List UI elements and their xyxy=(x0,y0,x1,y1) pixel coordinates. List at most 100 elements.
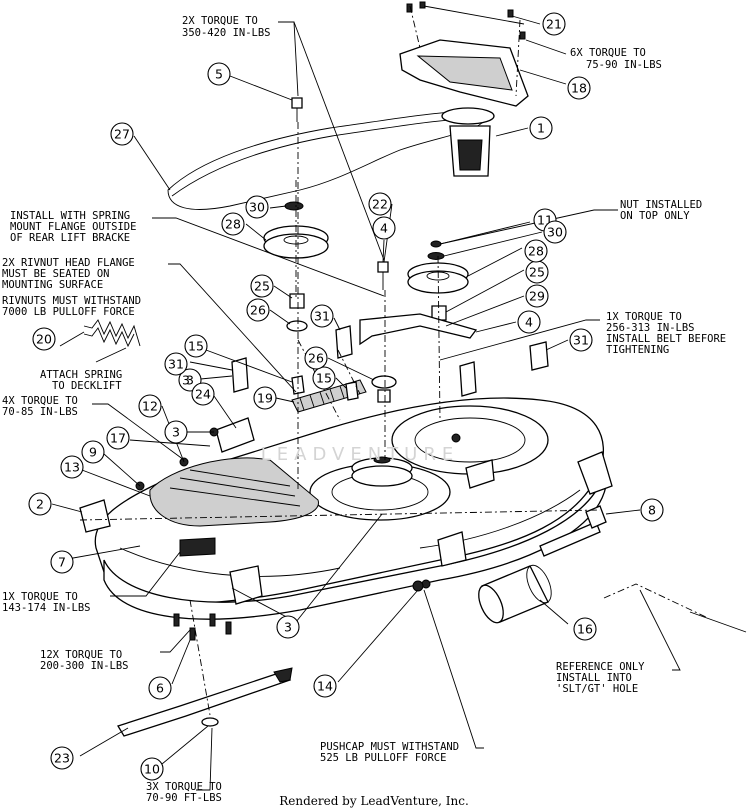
svg-text:INSTALL INTO: INSTALL INTO xyxy=(556,672,632,684)
svg-text:29: 29 xyxy=(529,289,545,304)
svg-text:13: 13 xyxy=(64,460,80,475)
svg-text:21: 21 xyxy=(546,17,562,32)
top-hardware xyxy=(406,1,526,40)
callout-7: 7 xyxy=(50,550,74,574)
callout-16: 16 xyxy=(573,617,597,641)
svg-text:23: 23 xyxy=(54,751,70,766)
svg-text:18: 18 xyxy=(571,81,587,96)
svg-text:MOUNTING SURFACE: MOUNTING SURFACE xyxy=(2,279,103,291)
svg-text:350-420 IN-LBS: 350-420 IN-LBS xyxy=(182,27,271,39)
part-15-b xyxy=(345,381,359,401)
svg-text:6X TORQUE TO: 6X TORQUE TO xyxy=(570,47,646,59)
callout-31-b: 31 xyxy=(164,352,188,376)
callout-4-b: 4 xyxy=(517,310,541,334)
svg-text:8: 8 xyxy=(648,503,656,518)
callout-21: 21 xyxy=(542,12,566,36)
callout-10: 10 xyxy=(140,757,164,781)
callout-14: 14 xyxy=(313,674,337,698)
svg-text:ON TOP ONLY: ON TOP ONLY xyxy=(620,210,690,222)
svg-text:1X TORQUE TO: 1X TORQUE TO xyxy=(606,311,682,323)
deck-bolts xyxy=(173,613,232,641)
svg-text:22: 22 xyxy=(372,197,388,212)
svg-text:MUST BE SEATED ON: MUST BE SEATED ON xyxy=(2,268,109,280)
bracket-31-a xyxy=(335,325,353,359)
svg-text:28: 28 xyxy=(225,217,241,232)
bracket-31-c xyxy=(529,341,549,371)
svg-text:OF REAR LIFT BRACKE: OF REAR LIFT BRACKE xyxy=(10,232,130,244)
note-torque-1x-belt: 1X TORQUE TO 256-313 IN-LBS INSTALL BELT… xyxy=(606,311,726,356)
svg-text:70-90 FT-LBS: 70-90 FT-LBS xyxy=(146,792,222,804)
svg-text:3: 3 xyxy=(172,425,180,440)
svg-text:26: 26 xyxy=(308,351,324,366)
callout-6: 6 xyxy=(148,676,172,700)
svg-text:19: 19 xyxy=(257,391,273,406)
lift-spring-20 xyxy=(83,319,141,348)
note-attach-spring: ATTACH SPRING TO DECKLIFT xyxy=(40,369,122,392)
svg-text:30: 30 xyxy=(249,200,265,215)
callout-8: 8 xyxy=(640,498,664,522)
callout-2: 2 xyxy=(28,492,52,516)
note-torque-3x: 3X TORQUE TO 70-90 FT-LBS xyxy=(146,781,222,804)
svg-text:27: 27 xyxy=(114,127,130,142)
footer-credit: Rendered by LeadVenture, Inc. xyxy=(279,794,469,808)
svg-text:'SLT/GT' HOLE: 'SLT/GT' HOLE xyxy=(556,683,638,695)
belt-guard-cover xyxy=(399,39,529,107)
svg-text:INSTALL WITH SPRING: INSTALL WITH SPRING xyxy=(10,210,130,222)
svg-text:25: 25 xyxy=(254,279,270,294)
note-reference-only: REFERENCE ONLY INSTALL INTO 'SLT/GT' HOL… xyxy=(556,661,645,695)
callout-1: 1 xyxy=(529,116,553,140)
svg-text:9: 9 xyxy=(89,445,97,460)
parts-illustration: LEADVENTURE xyxy=(79,1,747,737)
mower-blade-23 xyxy=(117,667,293,737)
callout-26-b: 26 xyxy=(304,346,328,370)
note-pushcap: PUSHCAP MUST WITHSTAND 525 LB PULLOFF FO… xyxy=(320,741,459,764)
svg-text:25: 25 xyxy=(529,265,545,280)
callout-27: 27 xyxy=(110,122,134,146)
callout-22: 22 xyxy=(368,192,392,216)
assembly-center-lines xyxy=(79,5,601,716)
svg-text:1: 1 xyxy=(537,121,545,136)
svg-text:TO DECKLIFT: TO DECKLIFT xyxy=(52,380,122,392)
callout-29: 29 xyxy=(525,284,549,308)
callout-3-d: 3 xyxy=(182,373,190,388)
svg-text:NUT INSTALLED: NUT INSTALLED xyxy=(620,199,702,211)
callout-13: 13 xyxy=(60,455,84,479)
svg-text:4: 4 xyxy=(525,315,533,330)
svg-text:1X TORQUE TO: 1X TORQUE TO xyxy=(2,591,78,603)
svg-text:5: 5 xyxy=(215,67,223,82)
engine-pulley-spindle xyxy=(441,107,495,177)
note-torque-1x: 1X TORQUE TO 143-174 IN-LBS xyxy=(2,591,91,614)
svg-text:12X TORQUE TO: 12X TORQUE TO xyxy=(40,649,122,661)
watermark-text: LEADVENTURE xyxy=(261,444,459,465)
callout-23: 23 xyxy=(50,746,74,770)
callout-24: 24 xyxy=(191,382,215,406)
gauge-wheel-roller-16 xyxy=(478,564,552,624)
callout-17: 17 xyxy=(106,426,130,450)
callout-12: 12 xyxy=(138,394,162,418)
drive-belt xyxy=(167,111,487,210)
callout-18: 18 xyxy=(567,76,591,100)
svg-text:70-85 IN-LBS: 70-85 IN-LBS xyxy=(2,406,78,418)
svg-text:16: 16 xyxy=(577,622,593,637)
mower-deck-shell xyxy=(79,397,613,620)
svg-text:75-90 IN-LBS: 75-90 IN-LBS xyxy=(586,59,662,71)
svg-text:31: 31 xyxy=(168,357,184,372)
callout-3-c: 3 xyxy=(164,420,188,444)
callout-30-b: 30 xyxy=(543,220,567,244)
svg-text:3X TORQUE TO: 3X TORQUE TO xyxy=(146,781,222,793)
lift-pin-tube-8 xyxy=(539,505,607,557)
callout-30-a: 30 xyxy=(245,195,269,219)
svg-text:4X TORQUE TO: 4X TORQUE TO xyxy=(2,395,78,407)
blade-washer-10 xyxy=(201,717,219,727)
svg-text:143-174 IN-LBS: 143-174 IN-LBS xyxy=(2,602,91,614)
note-torque-6x: 6X TORQUE TO 75-90 IN-LBS xyxy=(570,47,662,71)
svg-text:15: 15 xyxy=(316,371,332,386)
svg-text:2: 2 xyxy=(36,497,44,512)
svg-text:3: 3 xyxy=(186,373,194,388)
svg-text:7: 7 xyxy=(58,555,66,570)
pushcap-14 xyxy=(412,580,424,592)
svg-text:200-300 IN-LBS: 200-300 IN-LBS xyxy=(40,660,129,672)
idler-arm xyxy=(359,313,478,346)
callout-15-b: 15 xyxy=(312,366,336,390)
